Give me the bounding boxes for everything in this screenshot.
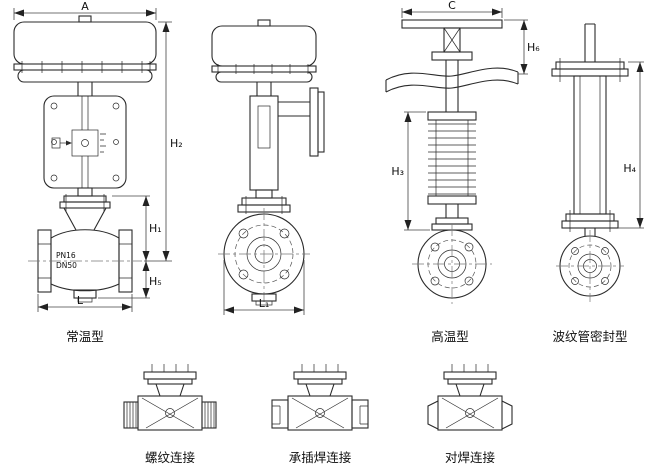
pressure-rating-marking: PN16	[56, 251, 76, 260]
view-high-temp: C H₆ H₃	[385, 0, 540, 344]
dim-label-a: A	[81, 0, 89, 13]
caption-socket-weld: 承插焊连接	[289, 450, 352, 465]
view-normal-temp-side: L₁	[211, 19, 325, 315]
sight-window	[257, 105, 271, 149]
dimension-H5: H₅	[98, 261, 162, 299]
yoke-side	[249, 87, 325, 191]
dimension-L1: L₁	[223, 260, 305, 315]
dim-label-h4: H₄	[623, 162, 636, 175]
dim-label-c: C	[448, 0, 456, 12]
valve-body	[437, 395, 503, 431]
end-flange-face-bellows	[556, 230, 624, 302]
dimension-H1: H₁	[112, 195, 162, 261]
bottom-flange	[561, 210, 619, 236]
dim-label-h6: H₆	[527, 41, 540, 54]
view-socket-weld-connection: 承插焊连接	[271, 364, 369, 465]
caption-butt-weld: 对焊连接	[445, 450, 496, 465]
dimension-H4: H₄	[618, 61, 644, 229]
weld-bevel-ends	[427, 400, 513, 430]
thread-marks	[126, 402, 215, 428]
cap-bolts	[451, 364, 489, 372]
travel-indicator-block	[71, 129, 99, 157]
threaded-end-left	[123, 401, 139, 429]
view-butt-weld-connection: 对焊连接	[427, 364, 513, 465]
end-flange-face	[218, 208, 310, 306]
dimension-H6: H₆	[504, 19, 540, 75]
pointer-arrow-icon	[66, 140, 72, 146]
dimension-H3: H₃	[391, 111, 430, 231]
top-flange	[551, 58, 629, 82]
view-bellows-seal: H₄ 波纹管密封型	[551, 23, 644, 344]
top-mounting	[385, 19, 519, 112]
caption-high-temp: 高温型	[431, 329, 469, 344]
dim-label-l: L	[77, 294, 84, 307]
bonnet-bolts	[65, 194, 105, 212]
actuator-neck	[77, 82, 93, 96]
bellows-tube	[573, 75, 607, 215]
dimension-A: A	[13, 0, 157, 20]
bonnet-front	[59, 187, 111, 231]
caption-normal-temp: 常温型	[66, 329, 104, 344]
view-threaded-connection: 螺纹连接	[123, 364, 217, 465]
cap-bolts	[301, 364, 339, 372]
travel-scale	[100, 133, 106, 153]
socket-end-right	[351, 399, 369, 429]
valve-body-front: PN16 DN50	[28, 229, 142, 303]
actuator-diaphragm-front	[13, 15, 157, 96]
dim-label-h2: H₂	[170, 137, 183, 150]
dimension-C: C	[401, 0, 503, 18]
socket-end-left	[271, 399, 289, 429]
actuator-flange-bolts	[21, 61, 151, 73]
yoke-front	[43, 95, 127, 189]
stem	[445, 60, 459, 112]
dim-label-h3: H₃	[391, 165, 404, 178]
view-normal-temp-front: A	[13, 0, 183, 344]
socket-bores	[272, 405, 368, 425]
dimension-L: L	[37, 294, 133, 312]
caption-threaded: 螺纹连接	[145, 450, 196, 465]
dim-label-h5: H₅	[149, 275, 162, 288]
actuator-diaphragm-side	[211, 19, 317, 96]
side-arm	[278, 101, 310, 117]
stem	[81, 96, 89, 188]
radiator-fins	[427, 111, 477, 231]
nominal-diameter-marking: DN50	[56, 261, 77, 270]
dim-label-h1: H₁	[149, 222, 162, 235]
caption-bellows-seal: 波纹管密封型	[552, 329, 627, 344]
cap-bolts	[151, 364, 189, 372]
threaded-end-right	[201, 401, 217, 429]
curved-mounting-plate	[385, 67, 519, 93]
stem	[584, 23, 596, 62]
end-flange-face-high-temp	[412, 224, 492, 304]
side-flange-plate	[309, 87, 319, 157]
dim-label-l1: L₁	[259, 297, 270, 310]
